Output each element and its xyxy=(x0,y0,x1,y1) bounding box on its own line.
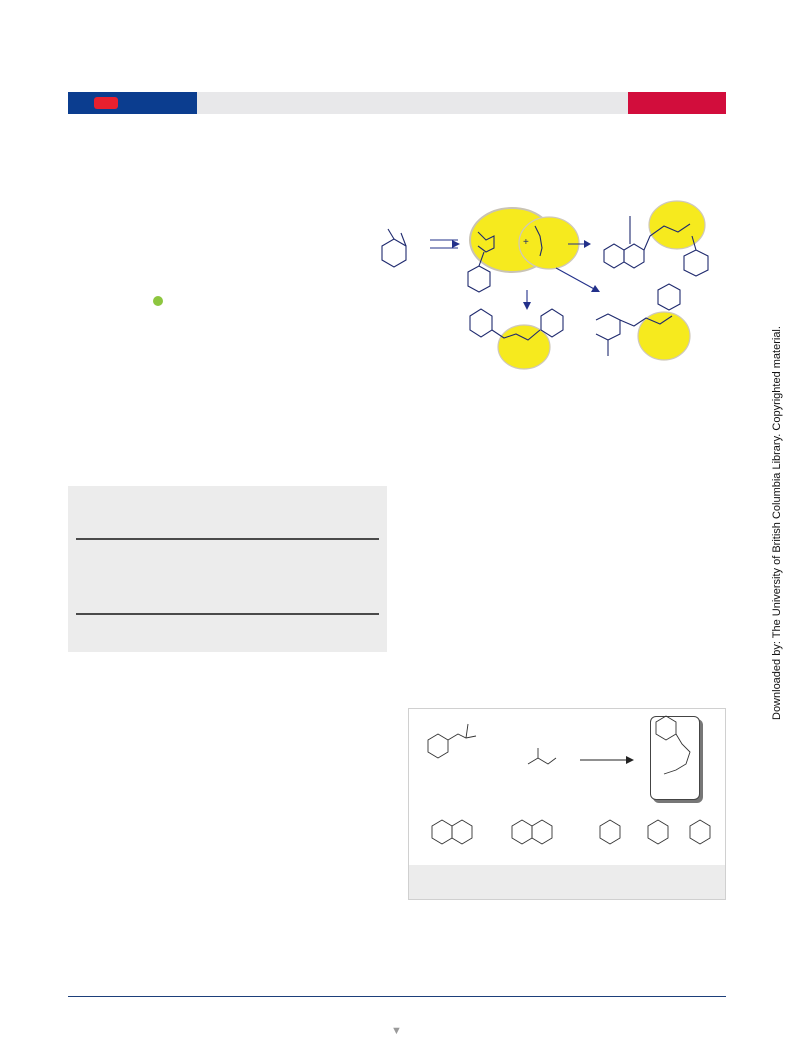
scheme1-start-ring xyxy=(381,228,407,268)
table-1 xyxy=(68,486,387,652)
header-band-middle xyxy=(197,92,628,114)
scheme1-product1-highlight xyxy=(648,200,706,250)
table-bottom-rule xyxy=(76,613,379,615)
scheme-2-caption-box xyxy=(409,865,725,899)
table-top-rule xyxy=(76,538,379,540)
scheme-2-product-box xyxy=(650,716,700,800)
download-notice: Downloaded by: The University of British… xyxy=(771,326,783,720)
orcid-icon[interactable] xyxy=(153,296,163,306)
triangle-down-icon[interactable]: ▼ xyxy=(391,1025,402,1037)
header-band-right xyxy=(628,92,726,114)
scheme1-plus-sign: + xyxy=(523,237,529,248)
scheme1-product3-highlight xyxy=(637,311,691,361)
journal-badge xyxy=(94,97,118,109)
footer-rule xyxy=(68,996,726,997)
